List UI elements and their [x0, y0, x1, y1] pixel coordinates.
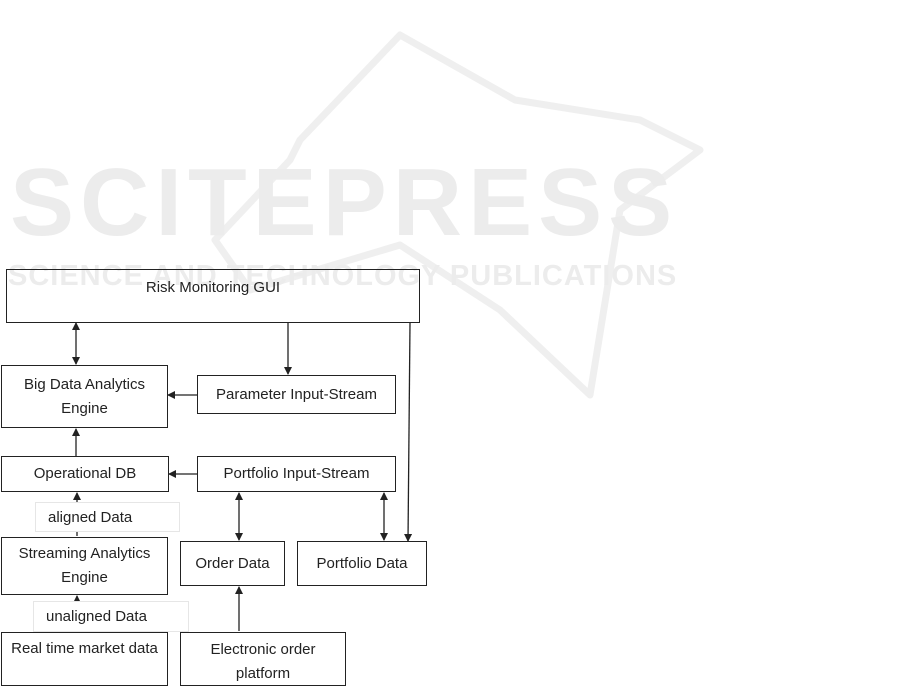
edge-label-unaligned: unaligned Data — [33, 601, 189, 632]
node-streaming-analytics-engine: Streaming Analytics Engine — [1, 537, 168, 595]
edge-label-aligned: aligned Data — [35, 502, 180, 532]
node-risk-monitoring-gui: Risk Monitoring GUI — [6, 269, 420, 323]
node-parameter-input-stream: Parameter Input-Stream — [197, 375, 396, 414]
node-portfolio-input-stream: Portfolio Input-Stream — [197, 456, 396, 492]
node-portfolio-data: Portfolio Data — [297, 541, 427, 586]
node-order-data: Order Data — [180, 541, 285, 586]
node-electronic-order-platform: Electronic order platform — [180, 632, 346, 686]
node-big-data-analytics-engine: Big Data Analytics Engine — [1, 365, 168, 428]
node-real-time-market-data: Real time market data — [1, 632, 168, 686]
arrow-gui-portfolio-data — [408, 323, 410, 541]
node-operational-db: Operational DB — [1, 456, 169, 492]
